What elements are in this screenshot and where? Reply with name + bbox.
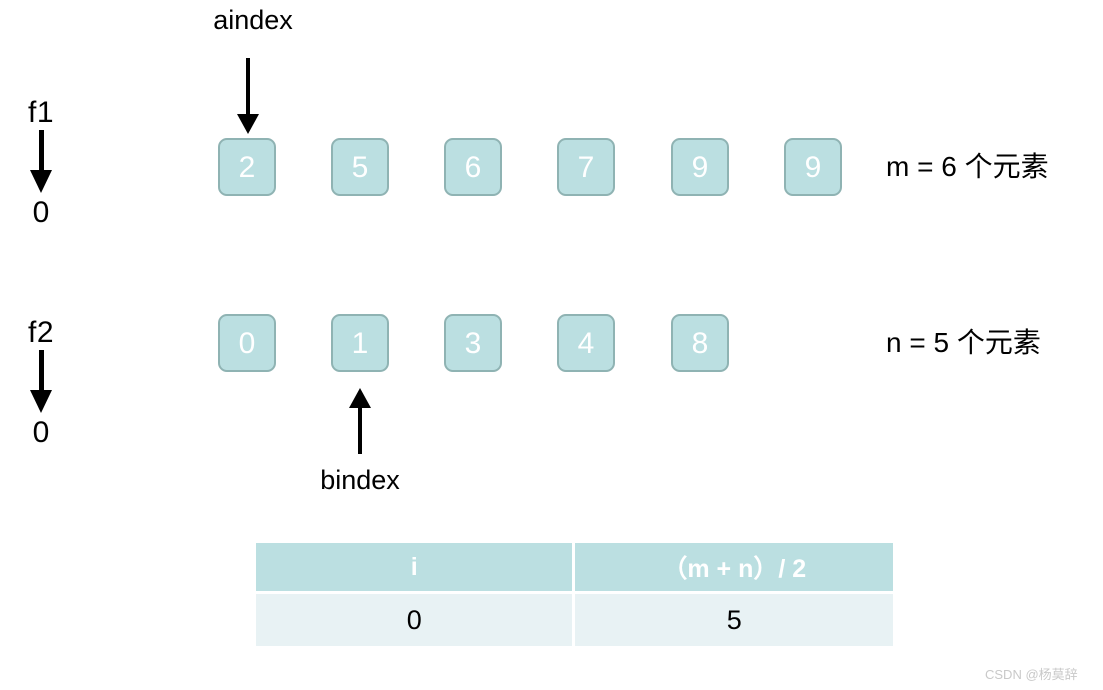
aindex-label: aindex: [213, 5, 293, 35]
pointer-f1-name: f1: [27, 96, 55, 129]
table-header-row: i （m + n）/ 2: [256, 543, 893, 591]
cell-b-2: 3: [444, 314, 502, 372]
cell-b-4: 8: [671, 314, 729, 372]
cell-a-3: 7: [557, 138, 615, 196]
cell-a-0: 2: [218, 138, 276, 196]
row-b-count-label: n = 5 个元素: [886, 327, 1041, 358]
pointer-f2-name: f2: [27, 316, 55, 349]
pointer-group-f2: f2 0: [6, 316, 76, 450]
watermark: CSDN @杨莫辞: [985, 667, 1078, 682]
table-header-formula: （m + n）/ 2: [575, 543, 893, 591]
pointer-group-f1: f1 0: [6, 96, 76, 230]
cell-a-4: 9: [671, 138, 729, 196]
f2-arrow-down-icon: [6, 350, 76, 416]
bindex-arrow-up-icon: [349, 388, 371, 454]
table-row: 0 5: [256, 594, 893, 646]
f1-arrow-down-icon: [6, 130, 76, 196]
cell-b-3: 4: [557, 314, 615, 372]
aindex-arrow-down-icon: [237, 58, 259, 134]
cell-a-1: 5: [331, 138, 389, 196]
row-a-count-label: m = 6 个元素: [886, 151, 1049, 182]
cell-b-0: 0: [218, 314, 276, 372]
cell-b-1: 1: [331, 314, 389, 372]
table-cell-i-value: 0: [256, 594, 573, 646]
cell-a-5: 9: [784, 138, 842, 196]
table-header-i: i: [256, 543, 573, 591]
summary-table: i （m + n）/ 2 0 5: [253, 540, 896, 649]
table-cell-formula-value: 5: [575, 594, 893, 646]
pointer-f1-value: 0: [32, 196, 50, 229]
cell-a-2: 6: [444, 138, 502, 196]
pointer-f2-value: 0: [32, 416, 50, 449]
bindex-label: bindex: [320, 465, 400, 495]
